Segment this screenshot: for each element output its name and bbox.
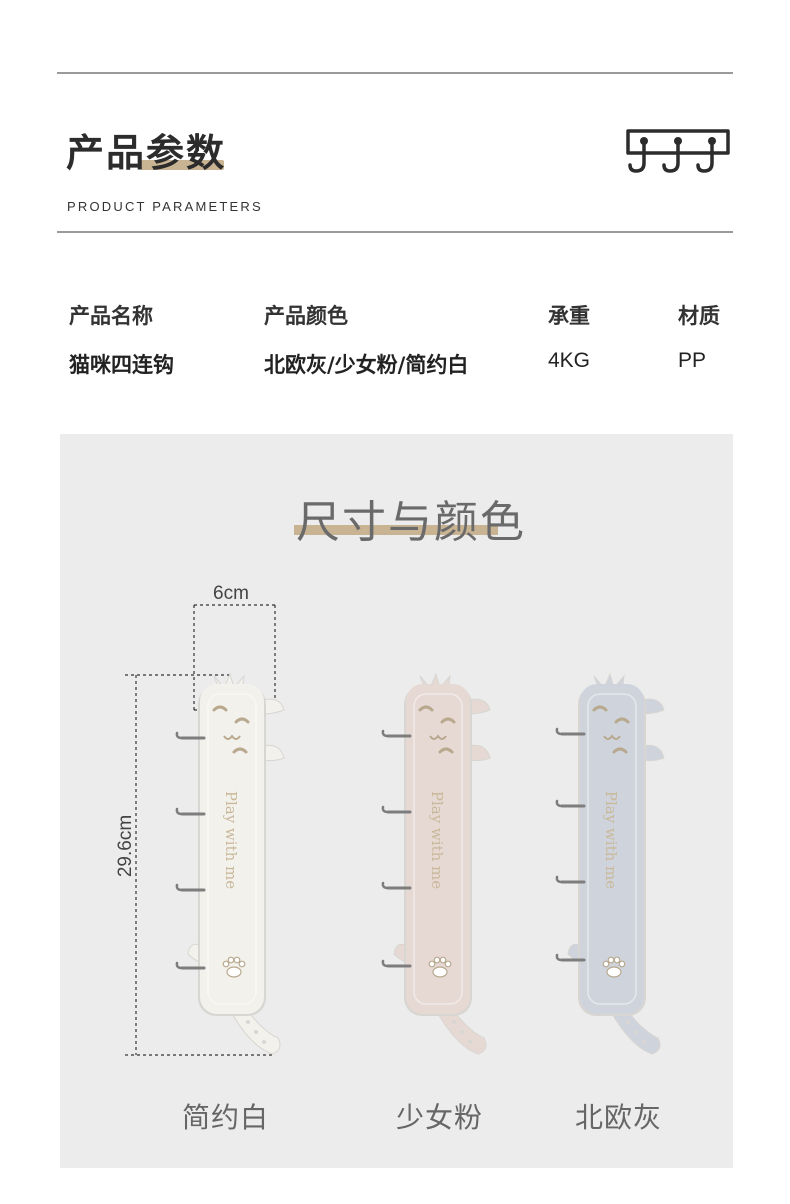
color-label-white: 简约白 [182, 1101, 270, 1134]
product-gray: Play with me [567, 672, 665, 1055]
product-white-text: Play with me [222, 791, 240, 889]
color-label-pink: 少女粉 [396, 1101, 484, 1134]
title-highlight [140, 160, 224, 170]
param-header-material: 材质 [678, 304, 720, 328]
metal-hook-icon [381, 729, 412, 738]
product-white: Play with me [187, 672, 285, 1055]
height-label: 29.6cm [115, 814, 136, 878]
section-title-highlight [294, 525, 498, 535]
top-divider [57, 72, 733, 74]
section-title: 尺寸与颜色 [296, 497, 526, 548]
metal-hook-icon [175, 883, 206, 892]
metal-hook-icon [555, 953, 586, 962]
product-gray-text: Play with me [602, 791, 620, 889]
metal-hook-icon [175, 961, 206, 970]
metal-hook-icon [381, 959, 412, 968]
page-title: 产品参数 [66, 131, 227, 175]
metal-hook-icon [555, 799, 586, 808]
param-header-name: 产品名称 [69, 304, 153, 328]
param-header-load: 承重 [548, 304, 590, 328]
color-label-gray: 北欧灰 [575, 1101, 663, 1134]
metal-hook-icon [381, 881, 412, 890]
product-pink: Play with me [393, 672, 491, 1055]
product-pink-text: Play with me [428, 791, 446, 889]
param-value-material: PP [678, 349, 707, 372]
param-value-load: 4KG [548, 349, 591, 372]
param-header-color: 产品颜色 [264, 304, 348, 328]
metal-hook-icon [555, 727, 586, 736]
metal-hook-icon [175, 731, 206, 740]
header-divider [57, 231, 733, 233]
metal-hook-icon [555, 875, 586, 884]
width-label: 6cm [213, 583, 249, 604]
param-value-name: 猫咪四连钩 [69, 353, 174, 377]
metal-hook-icon [175, 807, 206, 816]
page-subtitle: PRODUCT PARAMETERS [67, 199, 263, 214]
metal-hook-icon [381, 805, 412, 814]
triple-hook-icon [622, 127, 734, 175]
param-value-color: 北欧灰/少女粉/简约白 [264, 353, 469, 377]
